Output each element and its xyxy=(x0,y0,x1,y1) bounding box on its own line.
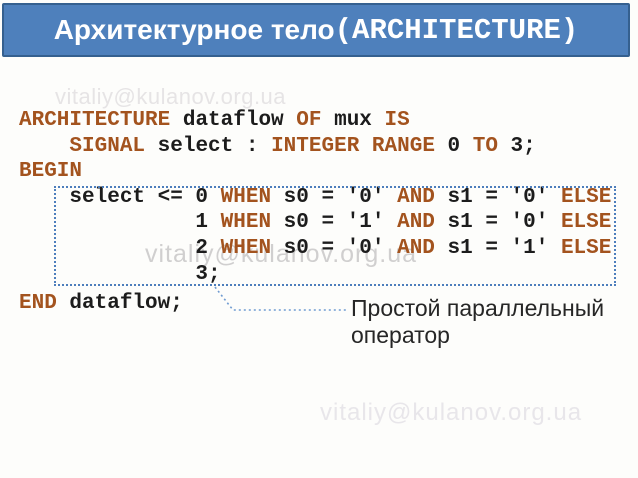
code-keyword: ELSE xyxy=(560,211,612,235)
code-line: END dataflow; xyxy=(19,291,611,317)
code-keyword: RANGE xyxy=(371,134,435,158)
code-line: ARCHITECTURE dataflow OF mux IS xyxy=(19,108,611,134)
code-line: SIGNAL select : INTEGER RANGE 0 TO 3; xyxy=(19,134,611,160)
watermark-email-bottom: vitaliy@kulanov.org.ua xyxy=(320,399,583,426)
code-keyword: AND xyxy=(397,236,435,260)
code-text xyxy=(19,135,69,158)
code-text: 2 xyxy=(19,236,221,260)
code-text: s0 = '0' xyxy=(271,236,398,260)
watermark-email-top: vitaliy@kulanov.org.ua xyxy=(55,84,287,109)
code-keyword: SIGNAL xyxy=(69,134,146,158)
code-text: 1 xyxy=(19,211,221,235)
code-keyword: INTEGER xyxy=(271,134,360,158)
slide-title-banner: Архитектурное тело (ARCHITECTURE) xyxy=(2,3,630,57)
callout-label-line1: Простой параллельный xyxy=(351,295,605,321)
code-text: 3; xyxy=(497,134,536,158)
code-keyword: ARCHITECTURE xyxy=(19,109,171,132)
code-text: s0 = '1' xyxy=(271,211,398,235)
code-text: s1 = '0' xyxy=(434,211,561,235)
code-keyword: TO xyxy=(472,134,498,158)
code-keyword: ELSE xyxy=(560,236,612,260)
code-text: s1 = '1' xyxy=(434,236,561,260)
code-text xyxy=(359,135,372,158)
code-keyword: AND xyxy=(397,211,435,235)
code-keyword: WHEN xyxy=(220,236,272,260)
code-keyword: WHEN xyxy=(220,185,272,209)
slide-title-russian: Архитектурное тело xyxy=(53,14,335,45)
code-line: 2 WHEN s0 = '0' AND s1 = '1' ELSE xyxy=(19,236,611,262)
code-keyword: AND xyxy=(397,185,435,209)
code-keyword: END xyxy=(19,292,57,316)
code-block: ARCHITECTURE dataflow OF mux IS SIGNAL s… xyxy=(19,108,611,317)
callout-label: Простой параллельный оператор xyxy=(351,295,631,349)
code-text: select <= 0 xyxy=(19,185,221,209)
code-text: dataflow; xyxy=(56,292,183,316)
code-line: 1 WHEN s0 = '1' AND s1 = '0' ELSE xyxy=(19,210,611,236)
code-text: dataflow xyxy=(170,109,297,132)
code-keyword: OF xyxy=(296,109,322,132)
code-text: s1 = '0' xyxy=(434,185,561,209)
code-text: select : xyxy=(145,134,272,158)
callout-label-line2: оператор xyxy=(351,322,450,348)
code-text: 3; xyxy=(19,262,221,286)
code-line: select <= 0 WHEN s0 = '0' AND s1 = '0' E… xyxy=(19,185,611,211)
code-text: mux xyxy=(321,109,385,132)
code-line: 3; xyxy=(19,262,611,288)
code-text: s0 = '0' xyxy=(271,185,398,209)
code-keyword: ELSE xyxy=(560,185,612,209)
code-keyword: IS xyxy=(384,109,410,132)
code-keyword: WHEN xyxy=(220,211,272,235)
slide-title-english: (ARCHITECTURE) xyxy=(334,13,579,47)
code-text: 0 xyxy=(434,134,473,158)
code-line: BEGIN xyxy=(19,159,611,185)
code-keyword: BEGIN xyxy=(19,160,83,184)
